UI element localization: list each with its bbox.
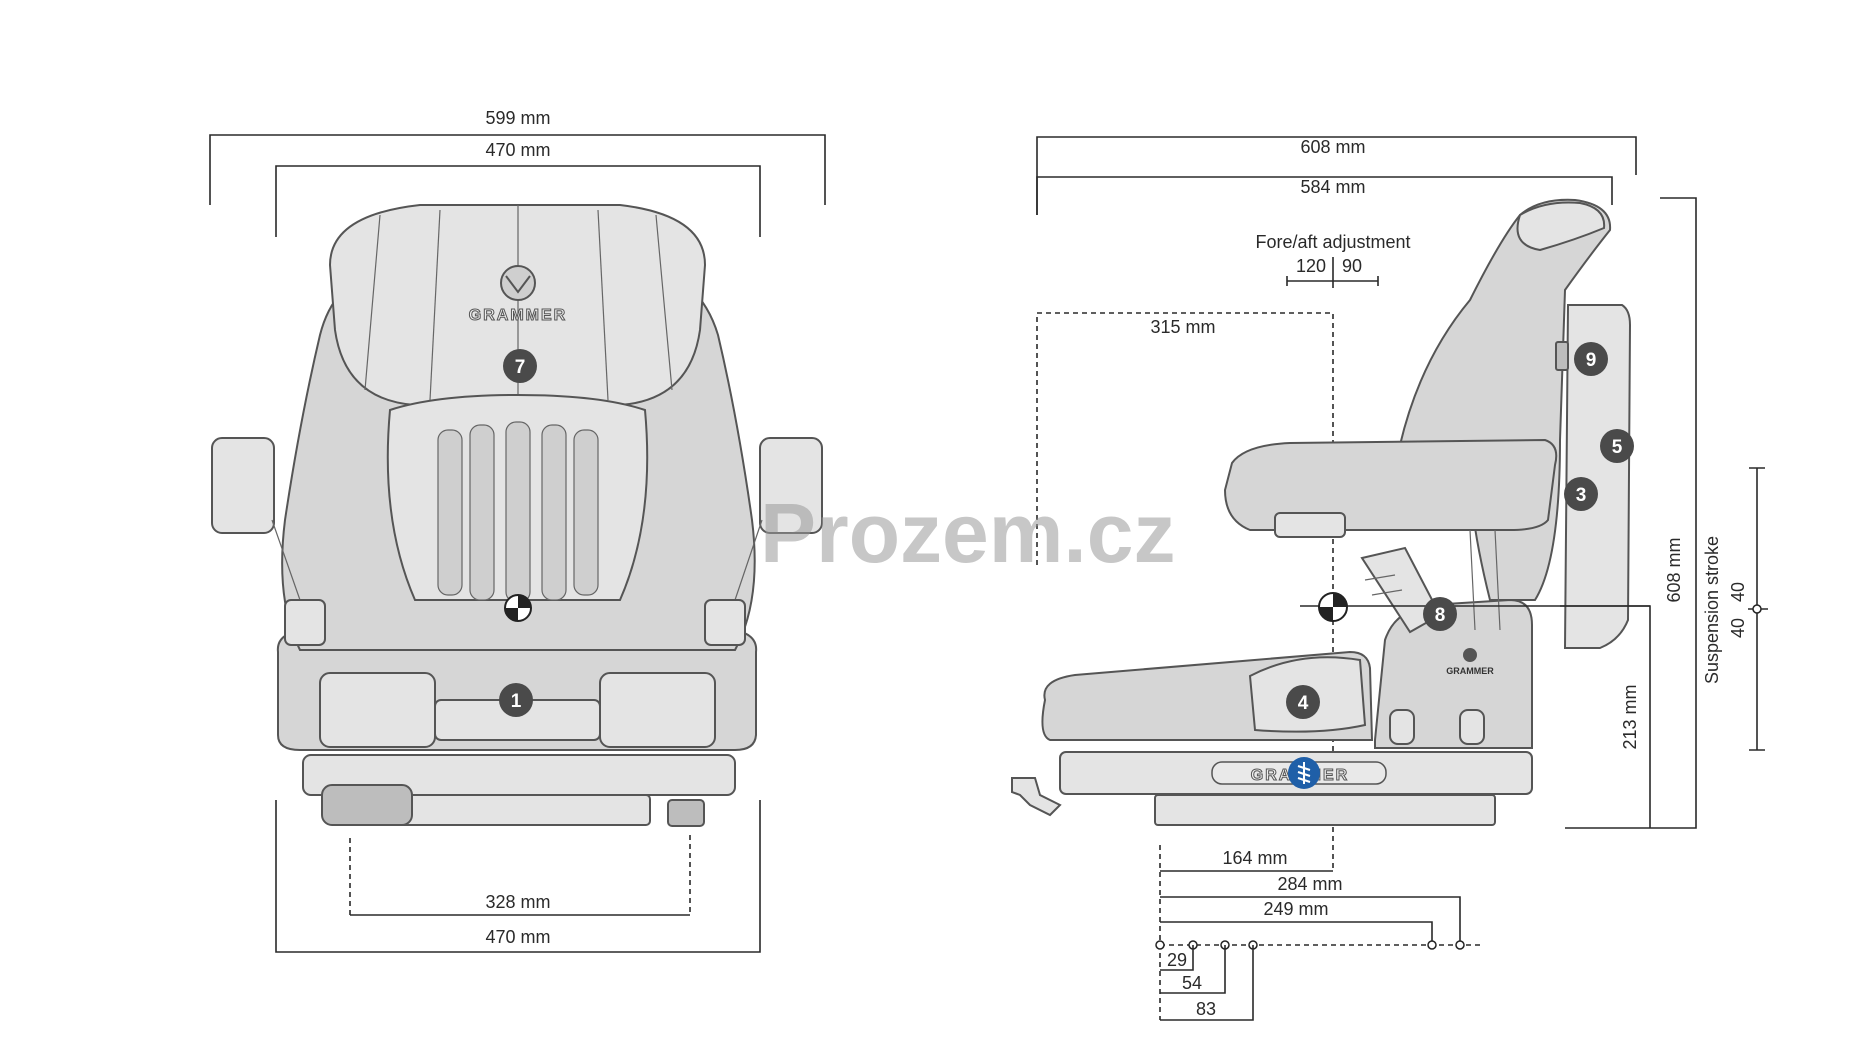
dim-470-top: 470 mm (485, 140, 550, 160)
dim-599: 599 mm (485, 108, 550, 128)
front-left-side-cover (284, 599, 326, 646)
dim-608-depth: 608 mm (1300, 137, 1365, 157)
svg-text:GRAMMER: GRAMMER (469, 307, 567, 324)
side-small-logo: GRAMMER (1446, 648, 1494, 676)
svg-text:7: 7 (515, 357, 526, 378)
dim-213: 213 mm (1620, 684, 1640, 749)
side-view: 608 mm 584 mm Fore/aft adjustment 120 90… (1011, 136, 1768, 1021)
fore-aft-adjustment: Fore/aft adjustment 120 90 (1255, 232, 1411, 288)
watermark: Prozem.cz (760, 486, 1176, 580)
side-back-pocket (1555, 341, 1569, 371)
dim-328: 328 mm (485, 892, 550, 912)
front-cushion-left-bolster (319, 672, 436, 748)
dim-164: 164 mm (1222, 848, 1287, 868)
svg-text:8: 8 (1435, 605, 1446, 626)
fore-aft-front: 90 (1342, 256, 1362, 276)
callout-7: 7 (503, 349, 537, 383)
side-top-dimensions: 608 mm 584 mm (1036, 136, 1637, 215)
svg-text:5: 5 (1612, 437, 1623, 458)
suspension-stroke: Suspension stroke 40 40 (1702, 467, 1768, 751)
front-lumbar-ribs (437, 421, 599, 603)
front-left-armrest (211, 437, 275, 534)
front-right-foot (667, 799, 705, 827)
svg-text:4: 4 (1298, 693, 1309, 714)
callout-1: 1 (499, 683, 533, 717)
side-height-dimensions: 608 mm 213 mm (1560, 197, 1697, 829)
side-headrest (1516, 201, 1606, 252)
dim-470-bottom: 470 mm (485, 927, 550, 947)
side-armrest (1223, 438, 1558, 531)
svg-text:9: 9 (1586, 350, 1597, 371)
dim-29: 29 (1167, 950, 1187, 970)
front-cushion-right-bolster (599, 672, 716, 748)
suspension-icon (1288, 757, 1320, 789)
front-right-side-cover (704, 599, 746, 646)
side-armrest-handle (1274, 512, 1346, 538)
svg-text:1: 1 (511, 691, 522, 712)
callout-8: 8 (1423, 597, 1457, 631)
front-grammer-logo: GRAMMER (468, 265, 567, 325)
suspension-title: Suspension stroke (1702, 536, 1722, 684)
side-housing-slot-right (1459, 709, 1485, 745)
dim-284: 284 mm (1277, 874, 1342, 894)
callout-3: 3 (1564, 477, 1598, 511)
front-bottom-dimensions: 328 mm 470 mm (275, 800, 761, 953)
side-bottom-dimensions: 164 mm 284 mm 249 mm 29 54 83 (1155, 845, 1480, 1021)
side-housing-slot-left (1389, 709, 1415, 745)
front-right-armrest (759, 437, 823, 534)
dim-54: 54 (1182, 973, 1202, 993)
front-left-foot (321, 784, 413, 826)
side-back-cover (1563, 304, 1632, 649)
dim-83: 83 (1196, 999, 1216, 1019)
side-front-lever (1011, 777, 1062, 817)
side-backrest (1398, 198, 1612, 601)
front-top-dimensions: 599 mm 470 mm (209, 108, 826, 237)
callout-5: 5 (1600, 429, 1634, 463)
side-315-dimension: 315 mm (1036, 312, 1334, 870)
callout-9: 9 (1574, 342, 1608, 376)
dim-584: 584 mm (1300, 177, 1365, 197)
dim-249: 249 mm (1263, 899, 1328, 919)
front-reference-point-icon (504, 594, 532, 622)
side-slide-rail (1154, 794, 1496, 826)
dim-315: 315 mm (1150, 317, 1215, 337)
svg-text:GRAMMER: GRAMMER (1446, 666, 1494, 676)
front-view: 599 mm 470 mm (209, 108, 826, 953)
suspension-down: 40 (1728, 618, 1748, 638)
callout-4: 4 (1286, 685, 1320, 719)
suspension-up: 40 (1728, 582, 1748, 602)
fore-aft-rear: 120 (1296, 256, 1326, 276)
fore-aft-title: Fore/aft adjustment (1255, 232, 1410, 252)
dim-608-height: 608 mm (1664, 537, 1684, 602)
svg-text:3: 3 (1576, 485, 1587, 506)
